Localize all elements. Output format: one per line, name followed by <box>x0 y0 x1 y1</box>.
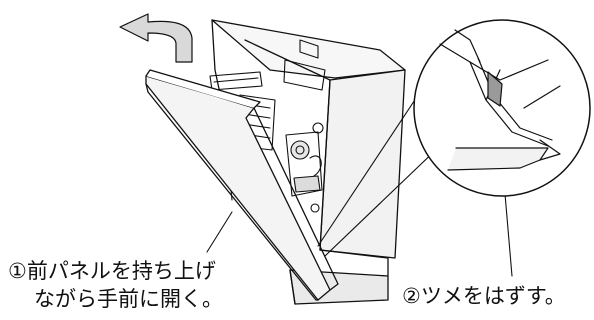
internal-mechanism <box>209 39 326 213</box>
step1-text-line2: ながら手前に開く。 <box>34 287 223 311</box>
front-panel <box>145 69 339 301</box>
curved-arrow-left-icon <box>119 13 193 63</box>
unit-body <box>209 19 406 305</box>
step1-text-line1: ①前パネルを持ち上げ <box>8 259 216 283</box>
detail-circle <box>413 19 591 197</box>
step2-text: ②ツメをはずす。 <box>402 284 566 308</box>
